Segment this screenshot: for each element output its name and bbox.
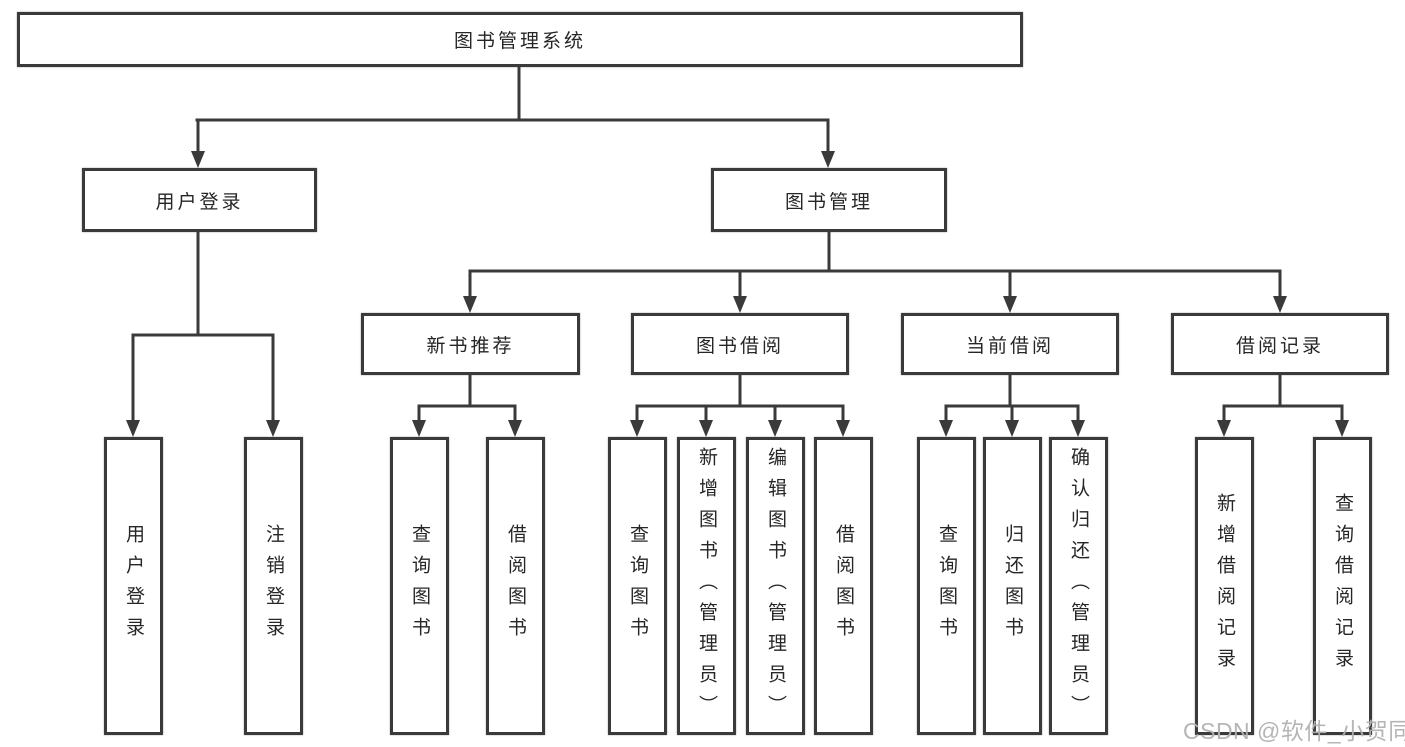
leaf-label: 查询图书 — [936, 524, 957, 648]
leaf-label: 新增借阅记录 — [1214, 493, 1235, 679]
node-current-borrowing-label: 当前借阅 — [965, 335, 1054, 357]
connector-user-login — [126, 232, 280, 437]
connector-borrowing-records — [1217, 375, 1349, 437]
node-leaf-query-borrow-record: 查询借阅记录 — [1313, 437, 1372, 735]
node-leaf-recommend-query-books: 查询图书 — [390, 437, 449, 735]
leaf-label: 查询图书 — [627, 524, 648, 648]
leaf-label: 查询图书 — [409, 524, 430, 648]
node-borrowing-records-label: 借阅记录 — [1235, 335, 1324, 357]
leaf-label: 用户登录 — [123, 524, 144, 648]
node-root-label: 图书管理系统 — [453, 31, 586, 52]
node-leaf-add-borrow-record: 新增借阅记录 — [1195, 437, 1254, 735]
node-leaf-logout: 注销登录 — [244, 437, 303, 735]
leaf-label: 注销登录 — [263, 524, 284, 648]
node-leaf-borrowing-query-books: 查询图书 — [608, 437, 667, 735]
node-root: 图书管理系统 — [17, 12, 1023, 67]
connector-book-borrowing — [630, 375, 850, 437]
leaf-label: 查询借阅记录 — [1332, 493, 1353, 679]
connector-book-management — [463, 232, 1287, 313]
leaf-label: 编辑图书（管理员） — [765, 446, 786, 726]
node-book-borrowing-label: 图书借阅 — [695, 335, 784, 357]
csdn-watermark: CSDN @软件_小贺同学 — [1183, 718, 1405, 744]
leaf-label: 新增图书（管理员） — [696, 446, 717, 726]
leaf-label: 确认归还（管理员） — [1068, 446, 1089, 726]
connector-current-borrowing — [939, 375, 1085, 437]
node-new-book-recommend-label: 新书推荐 — [426, 335, 515, 357]
node-leaf-current-query-books: 查询图书 — [917, 437, 976, 735]
node-leaf-confirm-return-admin: 确认归还（管理员） — [1049, 437, 1108, 735]
node-book-management: 图书管理 — [711, 168, 947, 232]
node-leaf-edit-books-admin: 编辑图书（管理员） — [746, 437, 805, 735]
leaf-label: 借阅图书 — [833, 524, 854, 648]
node-borrowing-records: 借阅记录 — [1171, 313, 1389, 375]
connector-root — [191, 66, 835, 168]
node-user-login-label: 用户登录 — [155, 191, 244, 213]
node-user-login: 用户登录 — [82, 168, 317, 232]
node-leaf-return-books: 归还图书 — [983, 437, 1042, 735]
node-leaf-borrowing-borrow-books: 借阅图书 — [814, 437, 873, 735]
leaf-label: 借阅图书 — [505, 524, 526, 648]
leaf-label: 归还图书 — [1002, 524, 1023, 648]
node-current-borrowing: 当前借阅 — [901, 313, 1119, 375]
node-leaf-recommend-borrow-books: 借阅图书 — [486, 437, 545, 735]
node-book-borrowing: 图书借阅 — [631, 313, 849, 375]
node-leaf-user-login: 用户登录 — [104, 437, 163, 735]
connector-new-book-recommend — [412, 375, 522, 437]
node-leaf-add-books-admin: 新增图书（管理员） — [677, 437, 736, 735]
node-book-management-label: 图书管理 — [784, 191, 873, 213]
node-new-book-recommend: 新书推荐 — [361, 313, 580, 375]
